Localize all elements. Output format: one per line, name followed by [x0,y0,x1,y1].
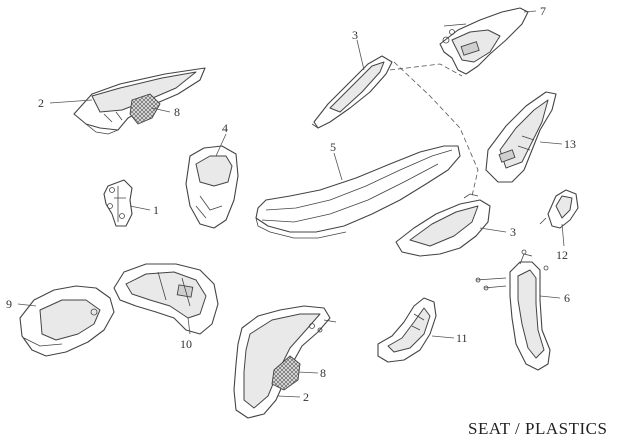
diagram-caption: SEAT / PLASTICS [468,419,608,438]
callout-1: 1 [153,203,159,217]
leader-2a [49,99,93,104]
leader-13 [539,141,563,145]
leader-8b [297,371,319,374]
callout-12: 12 [556,248,568,262]
callout-3a: 3 [352,28,358,42]
part-3-side-cover-top [311,55,393,129]
leader-1 [129,205,151,211]
part-3-side-cover-bottom [395,193,491,257]
assembly-line-2 [393,61,479,197]
leader-8a [151,107,171,113]
part-6-mudguard-extension [475,249,551,371]
part-10-radiator-shroud [113,263,219,335]
callout-7: 7 [540,4,546,18]
callout-4: 4 [222,121,228,135]
callout-11: 11 [456,331,468,345]
part-12-clip [539,189,579,229]
leader-4 [215,133,227,157]
leader-12 [561,223,565,247]
callout-13: 13 [564,137,576,151]
callout-8b: 8 [320,366,326,380]
callout-9: 9 [6,297,12,311]
part-4-headlight-cover [185,145,239,229]
part-2-side-panel-top [73,67,206,135]
part-11-side-plate [377,297,437,363]
leader-3a [356,39,365,71]
leader-3b [479,227,507,233]
leader-2b [277,395,301,398]
part-2-side-panel-bottom [233,305,337,419]
leader-6 [539,295,561,299]
part-13-rear-side-panel [485,91,557,183]
callout-6: 6 [564,291,570,305]
leader-10 [187,317,191,335]
callout-5: 5 [330,140,336,154]
callout-2a: 2 [38,96,44,110]
callout-10: 10 [180,337,192,351]
callout-2b: 2 [303,390,309,404]
part-7-rear-fender [439,7,529,75]
part-1-bracket [103,179,133,227]
assembly-line-1 [389,63,463,77]
part-5-seat [255,145,461,239]
leader-7 [523,10,537,13]
leader-11 [431,335,455,339]
part-9-front-fender [19,285,115,357]
callout-3b: 3 [510,225,516,239]
callout-8a: 8 [174,105,180,119]
leader-9 [17,303,37,307]
leader-5 [333,152,343,181]
